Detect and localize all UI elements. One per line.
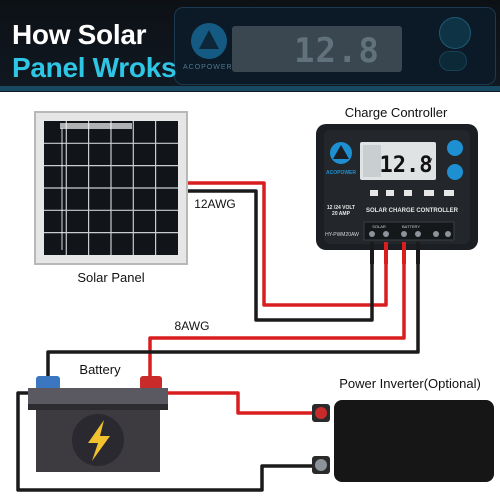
- controller-brand: ACOPOWER: [326, 170, 356, 176]
- controller-terminal-battery: BATTERY: [402, 224, 420, 229]
- power-inverter: [312, 400, 494, 482]
- header-display-digits: 12.8: [294, 31, 380, 71]
- controller-spec-line-2: 20 AMP: [332, 211, 351, 217]
- controller-display-unit: V: [428, 158, 433, 165]
- header-banner: 12.8 ACOPOWER How Solar Panel Wroks: [0, 0, 500, 92]
- wire-battery-negative: [46, 262, 420, 385]
- battery-label: Battery: [79, 362, 121, 377]
- solar-panel-label: Solar Panel: [77, 270, 144, 285]
- wire-inverter-positive: [150, 391, 318, 415]
- battery: [28, 376, 168, 472]
- wire-inverter-negative: [16, 391, 318, 492]
- header-button: [440, 52, 466, 70]
- header-lcd: [232, 26, 402, 72]
- wire-size-panel: 12AWG: [194, 197, 236, 211]
- controller-spec-line-1: 12 /24 VOLT: [327, 205, 355, 211]
- wire-panel-negative: [184, 189, 374, 322]
- title-line-1: How Solar: [12, 19, 147, 50]
- wire-battery-positive: [148, 262, 406, 385]
- header-logo-icon: [191, 23, 227, 59]
- header-controller-photo: [175, 8, 495, 84]
- inverter-label: Power Inverter(Optional): [339, 376, 481, 391]
- solar-panel: [34, 111, 188, 265]
- controller-product-name: SOLAR CHARGE CONTROLLER: [366, 208, 459, 214]
- header-brand: ACOPOWER: [183, 64, 233, 71]
- header-button: [440, 18, 470, 48]
- controller-display-value: 12.8: [380, 153, 433, 178]
- page-title: How Solar Panel Wroks: [12, 18, 177, 84]
- controller-model: HY-PWM20AW: [325, 232, 359, 238]
- charge-controller: [316, 124, 478, 264]
- controller-label: Charge Controller: [345, 105, 448, 120]
- header-stripe: [0, 86, 500, 91]
- wire-panel-positive: [184, 181, 388, 307]
- wire-size-battery: 8AWG: [175, 319, 210, 333]
- title-line-2: Panel Wroks: [12, 52, 177, 83]
- controller-terminal-solar: SOLAR: [372, 224, 386, 229]
